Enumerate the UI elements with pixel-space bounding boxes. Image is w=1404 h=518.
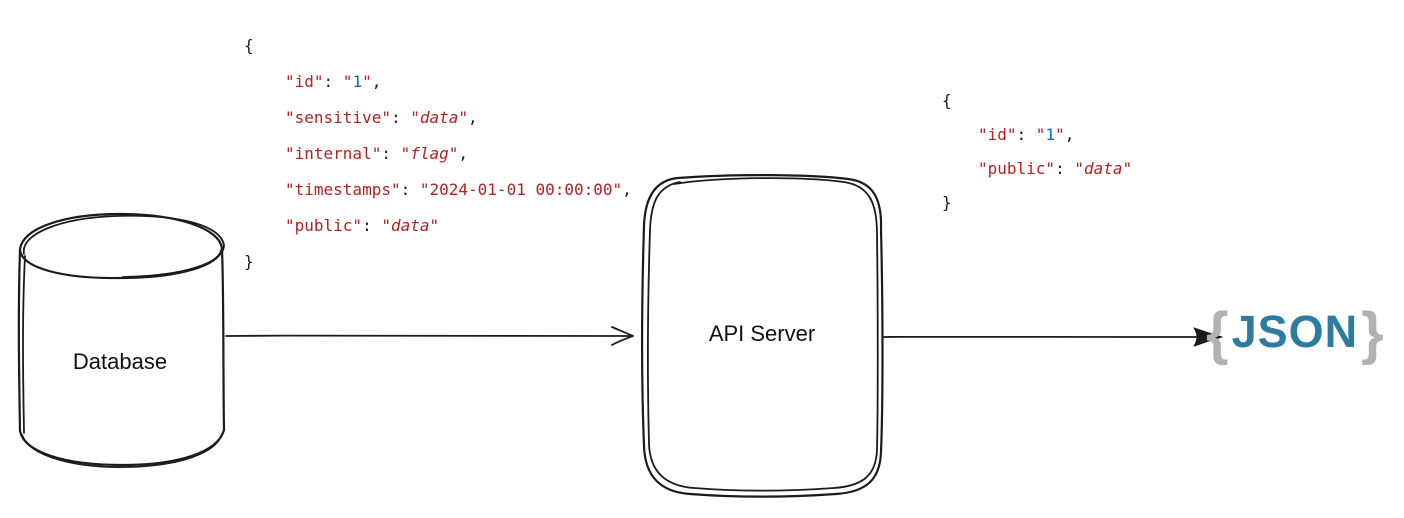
json-logo-open-brace: {	[1206, 301, 1229, 366]
code-line: }	[244, 252, 254, 271]
json-logo-text: JSON	[1231, 306, 1359, 357]
code-line: }	[942, 193, 952, 212]
json-logo: { JSON }	[1206, 303, 1384, 365]
json-logo-close-brace: }	[1361, 301, 1384, 366]
code-line: "timestamps": "2024-01-01 00:00:00",	[285, 180, 632, 199]
db-to-api-arrow-icon	[225, 326, 634, 346]
api-server-box-shape	[641, 174, 884, 498]
code-line: "internal": "flag",	[285, 144, 469, 163]
code-line: "id": "1",	[285, 72, 382, 91]
database-label: Database	[72, 349, 168, 374]
database-cylinder-shape	[17, 212, 226, 468]
api-to-json-arrow-icon	[883, 327, 1223, 347]
code-line: "public": "data"	[978, 159, 1133, 178]
api-response-json-snippet: { "id": "1", "public": "data"}	[942, 84, 1132, 220]
code-line: {	[942, 91, 952, 110]
code-line: "sensitive": "data",	[285, 108, 478, 127]
api-server-label: API Server	[708, 321, 816, 346]
code-line: "id": "1",	[978, 125, 1075, 144]
db-record-json-snippet: { "id": "1", "sensitive": "data", "internal…	[244, 28, 632, 280]
code-line: "public": "data"	[285, 216, 440, 235]
code-line: {	[244, 36, 254, 55]
